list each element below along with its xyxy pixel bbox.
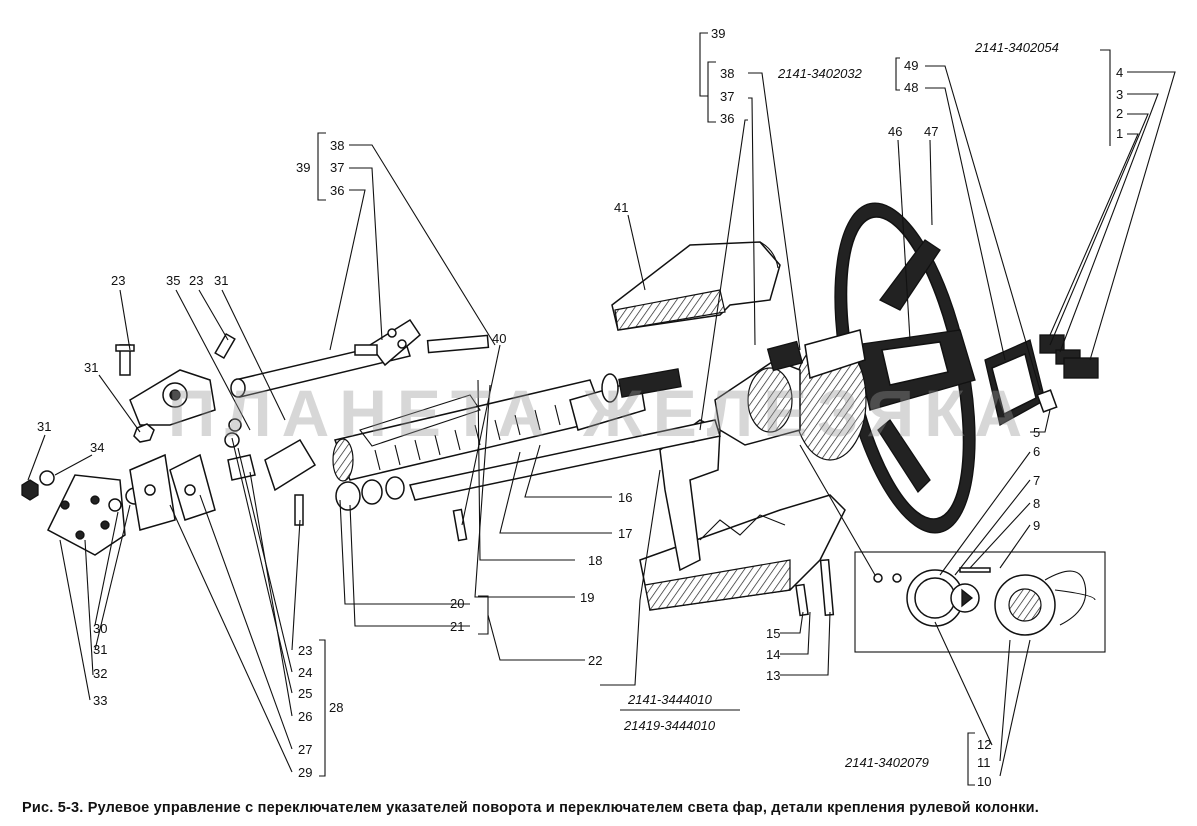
label-31-bottom: 31 xyxy=(93,642,107,657)
label-32: 32 xyxy=(93,666,107,681)
label-17: 17 xyxy=(618,526,632,541)
code-column-b: 21419-3444010 xyxy=(623,718,716,733)
label-6: 6 xyxy=(1033,444,1040,459)
label-37-right: 37 xyxy=(720,89,734,104)
horn-pad xyxy=(984,339,1046,426)
label-8: 8 xyxy=(1033,496,1040,511)
label-13: 13 xyxy=(766,668,780,683)
label-10: 10 xyxy=(977,774,991,789)
label-47: 47 xyxy=(924,124,938,139)
label-7: 7 xyxy=(1033,473,1040,488)
label-5: 5 xyxy=(1033,425,1040,440)
label-31-far-left: 31 xyxy=(37,419,51,434)
upper-shroud xyxy=(611,241,781,331)
label-3: 3 xyxy=(1116,87,1123,102)
label-20: 20 xyxy=(450,596,464,611)
lower-shroud xyxy=(639,494,846,611)
label-40: 40 xyxy=(492,331,506,346)
label-4: 4 xyxy=(1116,65,1123,80)
label-18: 18 xyxy=(588,553,602,568)
label-36-right: 36 xyxy=(720,111,734,126)
label-30: 30 xyxy=(93,621,107,636)
label-41: 41 xyxy=(614,200,628,215)
steering-wheel xyxy=(793,202,976,534)
label-31-left: 31 xyxy=(84,360,98,375)
code-contact-ring: 2141-3402079 xyxy=(844,755,929,770)
label-25: 25 xyxy=(298,686,312,701)
label-31-top: 31 xyxy=(214,273,228,288)
label-49: 49 xyxy=(904,58,918,73)
figure-caption: Рис. 5-3. Рулевое управление с переключа… xyxy=(22,800,1040,816)
label-23-top: 23 xyxy=(111,273,125,288)
label-9: 9 xyxy=(1033,518,1040,533)
label-38-left: 38 xyxy=(330,138,344,153)
label-12: 12 xyxy=(977,737,991,752)
code-switch-assembly: 2141-3402054 xyxy=(974,40,1059,55)
label-29: 29 xyxy=(298,765,312,780)
label-33: 33 xyxy=(93,693,107,708)
callout-labels: 39 38 37 36 23 35 23 31 31 40 31 34 30 3… xyxy=(37,26,1123,789)
label-39-left: 39 xyxy=(296,160,310,175)
label-15: 15 xyxy=(766,626,780,641)
universal-joint-lower xyxy=(129,418,317,531)
label-2: 2 xyxy=(1116,106,1123,121)
shroud-screws xyxy=(795,558,835,617)
label-23-bottom: 23 xyxy=(298,643,312,658)
leader-lines xyxy=(27,32,1176,786)
contact-ring-detail xyxy=(854,551,1106,653)
intermediate-shaft xyxy=(230,318,490,398)
label-24: 24 xyxy=(298,665,312,680)
label-48: 48 xyxy=(904,80,918,95)
mounting-flange xyxy=(21,470,145,556)
horn-switch-terminals xyxy=(1036,334,1099,413)
label-14: 14 xyxy=(766,647,780,662)
label-27: 27 xyxy=(298,742,312,757)
label-22: 22 xyxy=(588,653,602,668)
label-38-right: 38 xyxy=(720,66,734,81)
column-switch-housing xyxy=(714,340,804,446)
label-16: 16 xyxy=(618,490,632,505)
column-tube xyxy=(332,368,682,482)
label-1: 1 xyxy=(1116,126,1123,141)
label-36-left: 36 xyxy=(330,183,344,198)
label-35: 35 xyxy=(166,273,180,288)
label-26: 26 xyxy=(298,709,312,724)
label-37-left: 37 xyxy=(330,160,344,175)
label-28: 28 xyxy=(329,700,343,715)
label-21: 21 xyxy=(450,619,464,634)
code-column-a: 2141-3444010 xyxy=(627,692,713,707)
code-horn-switch: 2141-3402032 xyxy=(777,66,863,81)
label-11: 11 xyxy=(977,755,991,770)
label-19: 19 xyxy=(580,590,594,605)
steering-shaft xyxy=(335,419,721,542)
label-34: 34 xyxy=(90,440,104,455)
label-23-mid: 23 xyxy=(189,273,203,288)
label-46: 46 xyxy=(888,124,902,139)
label-39-right: 39 xyxy=(711,26,725,41)
universal-joint-upper xyxy=(115,332,236,443)
